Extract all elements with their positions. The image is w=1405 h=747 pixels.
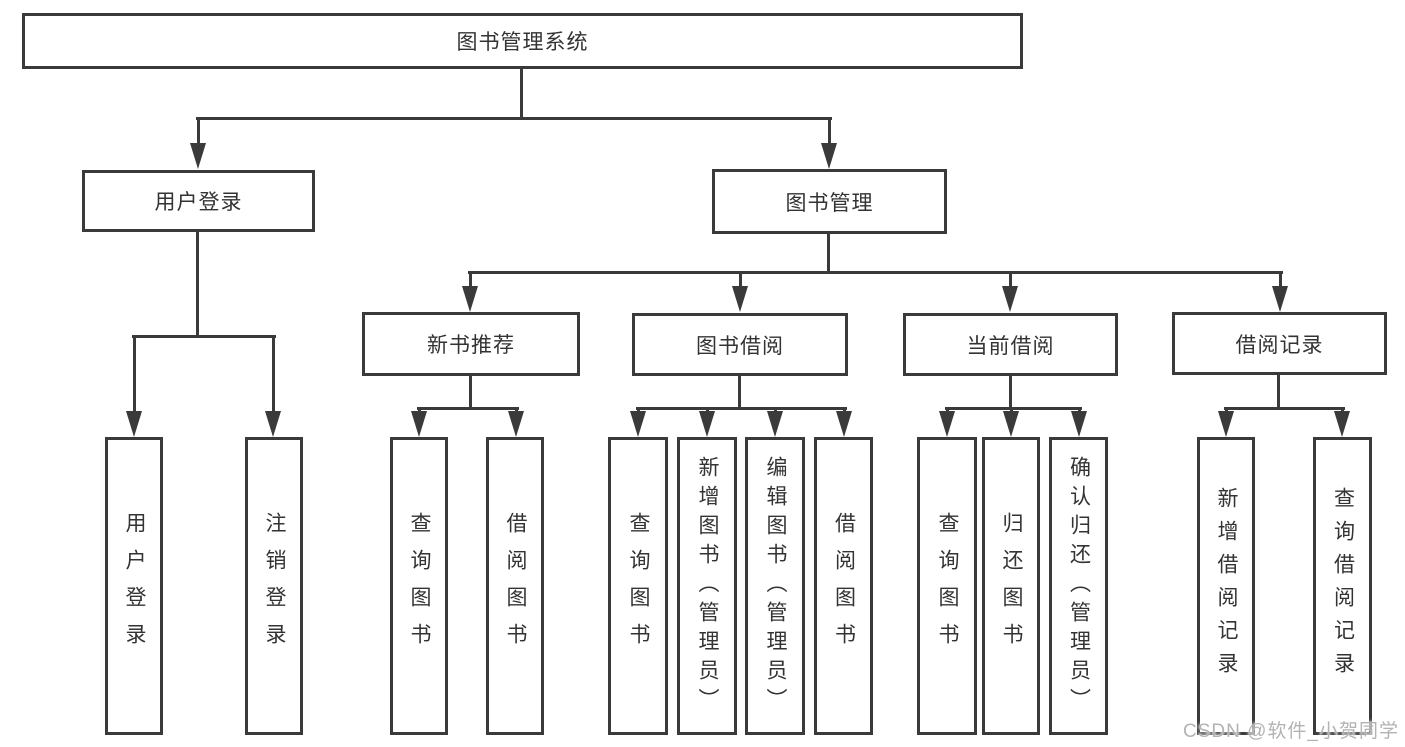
connector-bar <box>131 334 276 338</box>
node-leaf-edit-book: 编辑图书（管理员） <box>745 437 805 735</box>
arrowhead-down-icon <box>411 411 427 437</box>
node-leaf-add-record: 新增借阅记录 <box>1197 437 1255 735</box>
node-leaf-query-3: 查询图书 <box>917 437 977 735</box>
node-label: 图书借阅 <box>696 334 784 358</box>
arrowhead-down-icon <box>1071 411 1087 437</box>
connector-stem <box>1276 375 1280 408</box>
node-leaf-query-2: 查询图书 <box>608 437 668 735</box>
node-label: 查询图书 <box>408 512 431 660</box>
arrowhead-down-icon <box>508 411 524 437</box>
arrowhead-down-icon <box>190 143 206 169</box>
node-label: 图书管理系统 <box>456 31 589 54</box>
arrowhead-down-icon <box>732 286 748 312</box>
node-leaf-logout: 注销登录 <box>245 437 303 735</box>
arrowhead-down-icon <box>836 411 852 437</box>
node-label: 用户登录 <box>154 191 243 214</box>
connector-drop <box>827 118 831 147</box>
connector-drop <box>1278 272 1282 290</box>
arrowhead-down-icon <box>1272 286 1288 312</box>
node-label: 借阅图书 <box>504 512 527 660</box>
connector-stem <box>1008 376 1012 408</box>
node-leaf-query-record: 查询借阅记录 <box>1313 437 1372 735</box>
node-label: 查询图书 <box>627 512 650 660</box>
connector-bar <box>467 270 1283 274</box>
node-leaf-confirm-return: 确认归还（管理员） <box>1049 437 1108 735</box>
node-leaf-return-book: 归还图书 <box>982 437 1040 735</box>
connector-drop <box>196 118 200 147</box>
arrowhead-down-icon <box>939 411 955 437</box>
connector-stem <box>468 376 472 408</box>
node-leaf-add-book: 新增图书（管理员） <box>677 437 737 735</box>
connector-drop <box>738 272 742 290</box>
node-borrow-records: 借阅记录 <box>1172 312 1387 375</box>
node-label: 确认归还（管理员） <box>1067 455 1091 717</box>
node-book-borrow: 图书借阅 <box>632 313 848 376</box>
arrowhead-down-icon <box>821 143 837 169</box>
connector-stem <box>737 376 741 408</box>
connector-bar <box>635 406 847 410</box>
connector-stem <box>519 69 523 118</box>
arrowhead-down-icon <box>126 411 142 437</box>
node-label: 借阅图书 <box>832 512 856 660</box>
node-leaf-user-login: 用户登录 <box>105 437 163 735</box>
arrowhead-down-icon <box>1218 411 1234 437</box>
connector-bar <box>1223 406 1345 410</box>
node-book-mgmt: 图书管理 <box>712 169 947 234</box>
node-label: 查询借阅记录 <box>1331 487 1355 685</box>
node-leaf-borrow-2: 借阅图书 <box>814 437 873 735</box>
node-leaf-query-1: 查询图书 <box>390 437 448 735</box>
connector-bar <box>944 406 1082 410</box>
node-label: 查询图书 <box>936 512 959 660</box>
node-label: 图书管理 <box>785 191 874 215</box>
connector-bar <box>195 116 832 120</box>
node-current-borrow: 当前借阅 <box>903 313 1118 376</box>
connector-drop <box>468 272 472 290</box>
node-label: 用户登录 <box>123 512 146 660</box>
node-label: 借阅记录 <box>1235 333 1324 357</box>
node-label: 注销登录 <box>263 512 286 660</box>
arrowhead-down-icon <box>630 411 646 437</box>
node-label: 新增借阅记录 <box>1215 487 1238 685</box>
node-label: 新书推荐 <box>427 334 515 357</box>
connector-drop <box>132 336 136 415</box>
node-label: 编辑图书（管理员） <box>764 455 787 717</box>
arrowhead-down-icon <box>1334 411 1350 437</box>
connector-stem <box>826 234 830 272</box>
connector-drop <box>1008 272 1012 290</box>
arrowhead-down-icon <box>1003 411 1019 437</box>
node-leaf-borrow-1: 借阅图书 <box>486 437 544 735</box>
connector-stem <box>195 232 199 336</box>
connector-bar <box>416 406 519 410</box>
arrowhead-down-icon <box>767 411 783 437</box>
arrowhead-down-icon <box>462 286 478 312</box>
arrowhead-down-icon <box>265 411 281 437</box>
watermark: CSDN @软件_小贺同学 <box>1183 721 1399 742</box>
node-label: 归还图书 <box>1000 512 1023 660</box>
node-label: 当前借阅 <box>966 334 1055 358</box>
node-root: 图书管理系统 <box>22 13 1023 69</box>
arrowhead-down-icon <box>699 411 715 437</box>
node-user-login: 用户登录 <box>82 170 315 232</box>
node-label: 新增图书（管理员） <box>696 455 719 717</box>
node-new-rec: 新书推荐 <box>362 312 580 376</box>
arrowhead-down-icon <box>1002 286 1018 312</box>
connector-drop <box>271 336 275 415</box>
